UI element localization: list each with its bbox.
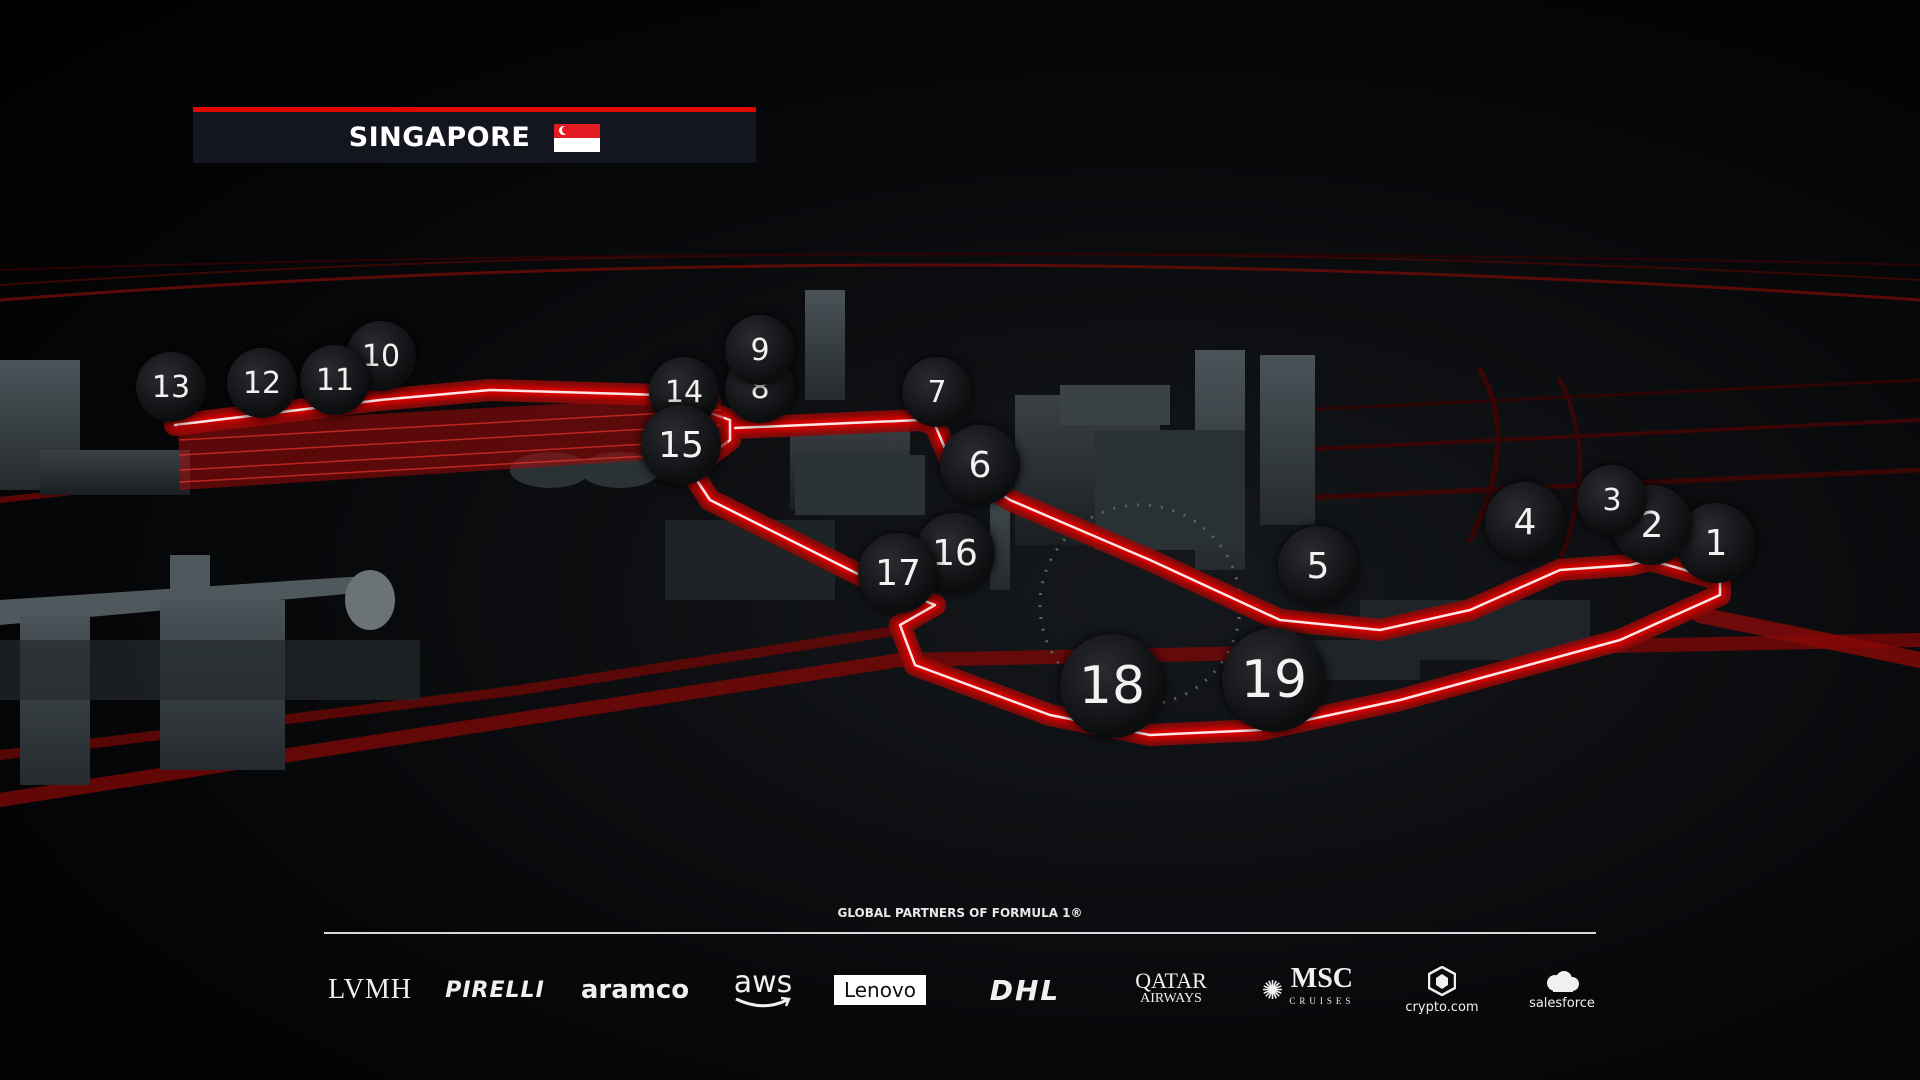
qatar-logo-text: QATAR: [1135, 968, 1207, 993]
lenovo-logo: Lenovo: [833, 970, 927, 1010]
singapore-flag-icon: [554, 123, 601, 152]
turn-marker-3: 3: [1577, 465, 1647, 535]
circuit-track: [164, 379, 1731, 746]
turn-marker-18: 18: [1060, 634, 1164, 738]
circuit-title-panel: SINGAPORE: [193, 107, 756, 163]
lvmh-logo: LVMH: [322, 970, 418, 1010]
salesforce-logo-text: salesforce: [1529, 995, 1595, 1011]
partners-title: GLOBAL PARTNERS OF FORMULA 1®: [837, 906, 1083, 920]
horizon-lines: [0, 252, 1920, 302]
turn-marker-15: 15: [641, 405, 721, 485]
msc-compass-icon: ✺: [1261, 974, 1284, 1005]
buildings-left: [0, 360, 660, 785]
buildings-center: [665, 290, 1590, 680]
turn-marker-12: 12: [227, 348, 297, 418]
crypto-com-logo-text: crypto.com: [1405, 999, 1479, 1015]
turn-marker-17: 17: [858, 533, 938, 613]
lenovo-logo-text: Lenovo: [833, 975, 927, 1005]
msc-logo-text: MSC: [1290, 963, 1354, 994]
turn-marker-5: 5: [1278, 526, 1358, 606]
msc-cruises-logo: ✺ MSC CRUISES: [1256, 963, 1360, 1010]
partners-divider: [324, 932, 1596, 934]
lvmh-logo-text: LVMH: [328, 974, 412, 1005]
aramco-logo: aramco: [580, 970, 690, 1010]
aramco-logo-text: aramco: [580, 975, 690, 1005]
msc-logo-subtext: CRUISES: [1289, 996, 1355, 1006]
pirelli-logo: PIRELLI: [445, 970, 544, 1010]
turn-marker-13: 13: [136, 352, 206, 422]
aws-smile-icon: [735, 996, 791, 1008]
turn-marker-19: 19: [1222, 628, 1326, 732]
qatar-airways-logo: QATAR AIRWAYS: [1128, 970, 1214, 1010]
turn-marker-4: 4: [1485, 482, 1565, 562]
turn-marker-7: 7: [902, 357, 972, 427]
salesforce-cloud-icon: [1547, 970, 1579, 992]
crypto-com-shield-icon: [1428, 965, 1456, 996]
qatar-logo-subtext: AIRWAYS: [1140, 991, 1202, 1006]
dhl-logo-text: DHL: [989, 973, 1061, 1007]
aws-logo-text: aws: [733, 965, 793, 1000]
pirelli-logo-text: PIRELLI: [445, 977, 545, 1003]
turn-marker-9: 9: [725, 315, 795, 385]
crypto-com-logo: crypto.com: [1398, 960, 1486, 1020]
circuit-title: SINGAPORE: [348, 122, 531, 153]
dhl-logo: DHL: [965, 970, 1085, 1010]
turn-marker-1: 1: [1676, 503, 1756, 583]
salesforce-logo: salesforce: [1522, 960, 1602, 1020]
aws-logo: aws: [728, 965, 798, 1010]
turn-marker-11: 11: [300, 345, 370, 415]
turn-marker-6: 6: [940, 425, 1020, 505]
